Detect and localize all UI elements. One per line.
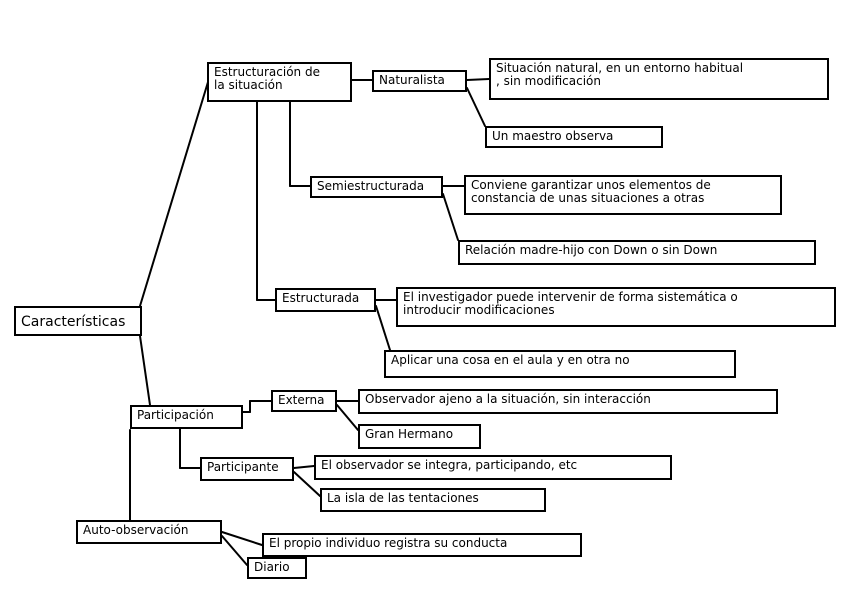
node-conviene-line-1: Conviene garantizar unos elementos de	[471, 178, 711, 192]
link-auto-propio	[221, 531, 263, 546]
node-maestro-label: Un maestro observa	[492, 129, 614, 143]
node-semiestructurada-label: Semiestructurada	[317, 179, 425, 193]
node-aula: Aplicar una cosa en el aula y en otra no	[384, 350, 736, 378]
node-semiestructurada: Semiestructurada	[310, 176, 443, 198]
node-participante: Participante	[200, 457, 294, 481]
node-relacion: Relación madre-hijo con Down o sin Down	[458, 240, 816, 265]
node-maestro: Un maestro observa	[485, 126, 663, 148]
link-participante-integra	[293, 465, 315, 469]
node-auto-observacion: Auto-observación	[76, 520, 222, 544]
node-naturalista-label: Naturalista	[379, 73, 445, 87]
node-estructurada: Estructurada	[275, 288, 376, 312]
node-conviene: Conviene garantizar unos elementos de co…	[464, 175, 782, 215]
link-externa-granhermano	[336, 404, 359, 431]
node-externa-label: Externa	[278, 393, 325, 407]
node-participacion: Participación	[130, 405, 243, 429]
node-integra-label: El observador se integra, participando, …	[321, 458, 578, 472]
link-naturalista-maestro	[466, 87, 486, 127]
node-propio: El propio individuo registra su conducta	[262, 533, 582, 557]
node-integra: El observador se integra, participando, …	[314, 455, 672, 480]
node-situacion-natural-line-2: , sin modificación	[496, 74, 602, 88]
node-estructurada-label: Estructurada	[282, 291, 360, 305]
link-semi-relacion	[442, 193, 459, 241]
node-participacion-label: Participación	[137, 408, 214, 422]
node-gran-hermano-label: Gran Hermano	[365, 427, 454, 441]
link-caracteristicas-estructuracion	[139, 81, 209, 307]
link-auto-diario	[221, 535, 248, 566]
node-relacion-label: Relación madre-hijo con Down o sin Down	[465, 243, 718, 257]
link-naturalista-sitnatural	[466, 78, 490, 81]
node-externa: Externa	[271, 390, 337, 412]
node-diario-label: Diario	[254, 560, 290, 574]
node-propio-label: El propio individuo registra su conducta	[269, 536, 508, 550]
node-caracteristicas-label: Características	[21, 314, 126, 330]
node-caracteristicas: Características	[14, 306, 142, 336]
node-diario: Diario	[247, 557, 307, 579]
node-participante-label: Participante	[207, 460, 279, 474]
node-estructuracion: Estructuración de la situación	[207, 62, 352, 102]
node-investigador-line-2: introducir modificaciones	[403, 303, 555, 317]
link-caracteristicas-participacion	[139, 335, 151, 406]
node-gran-hermano: Gran Hermano	[358, 424, 481, 449]
node-conviene-line-2: constancia de unas situaciones a otras	[471, 191, 705, 205]
node-isla-label: La isla de las tentaciones	[327, 491, 479, 505]
link-participante-isla	[293, 471, 321, 497]
node-estructuracion-line-1: Estructuración de	[214, 65, 320, 79]
node-aula-label: Aplicar una cosa en el aula y en otra no	[391, 353, 630, 367]
node-observador-label: Observador ajeno a la situación, sin int…	[365, 392, 651, 406]
node-naturalista: Naturalista	[372, 70, 467, 92]
node-observador: Observador ajeno a la situación, sin int…	[358, 389, 778, 414]
node-investigador-line-1: El investigador puede intervenir de form…	[403, 290, 738, 304]
node-investigador: El investigador puede intervenir de form…	[396, 287, 836, 327]
link-estructurada-aula	[375, 305, 391, 351]
node-isla: La isla de las tentaciones	[320, 488, 546, 512]
node-auto-observacion-label: Auto-observación	[83, 523, 189, 537]
node-estructuracion-line-2: la situación	[214, 78, 283, 92]
node-situacion-natural-line-1: Situación natural, en un entorno habitua…	[496, 61, 744, 75]
node-situacion-natural: Situación natural, en un entorno habitua…	[489, 58, 829, 100]
